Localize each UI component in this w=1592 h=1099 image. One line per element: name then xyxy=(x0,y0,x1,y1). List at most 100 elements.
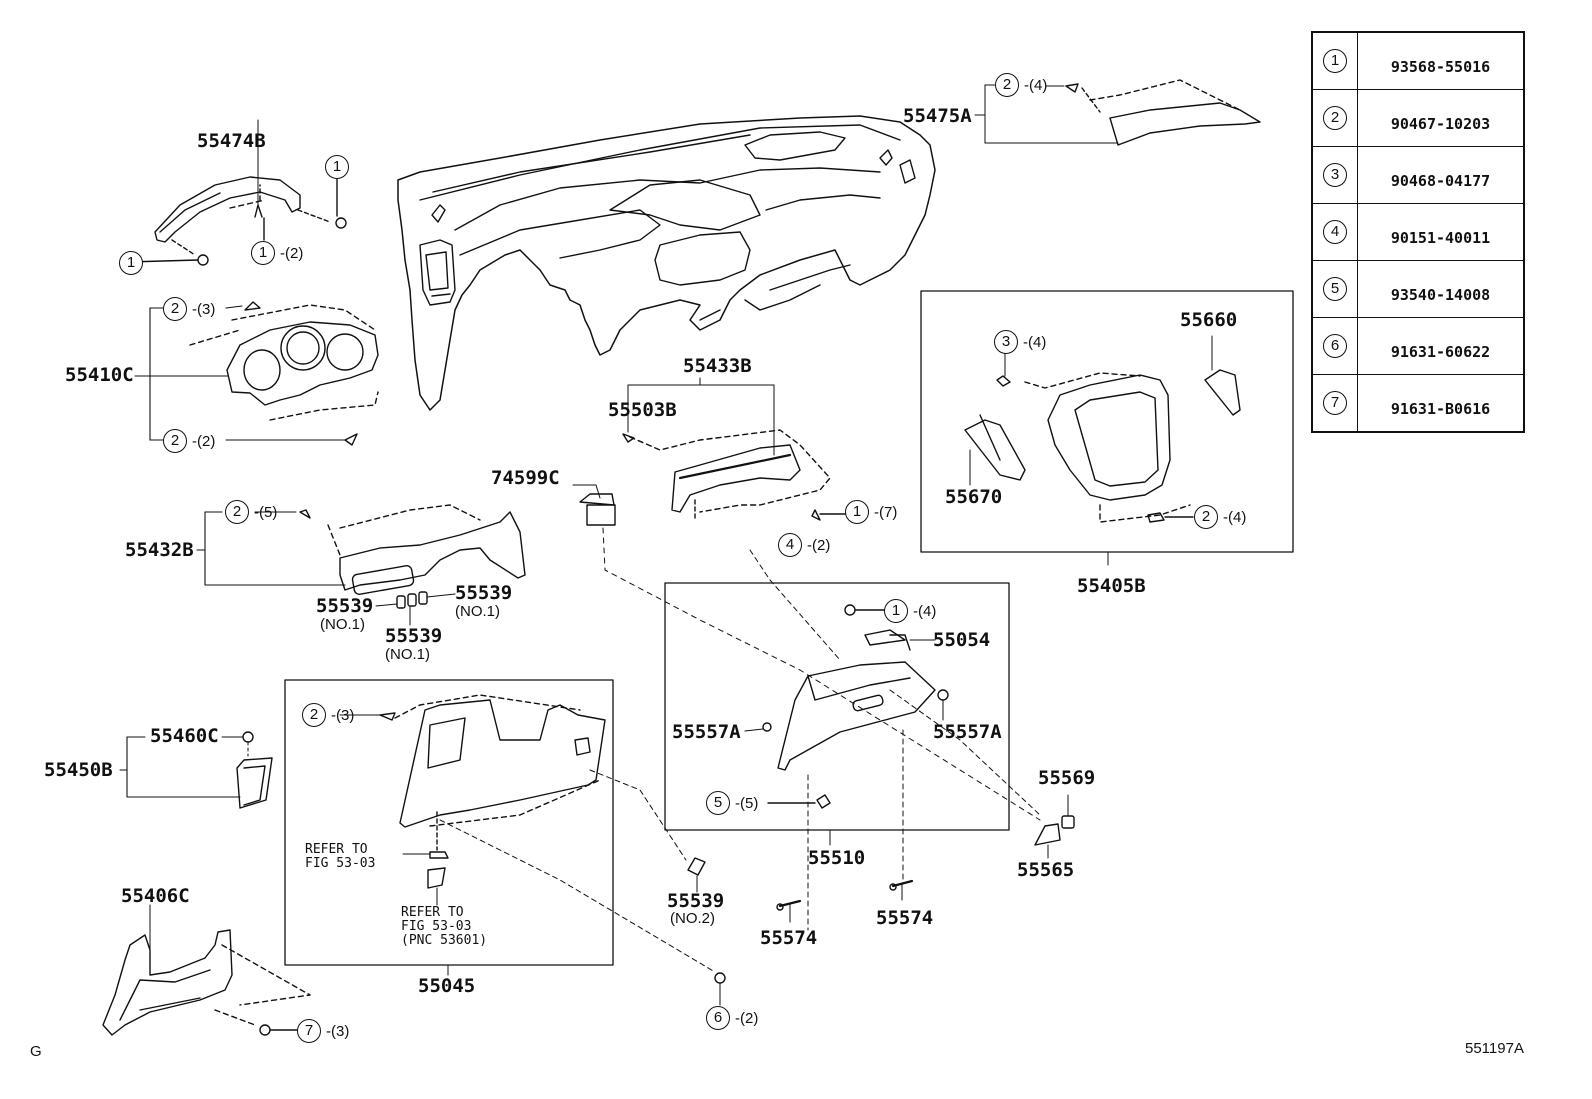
callout-circle-1[interactable]: 1 xyxy=(325,155,349,179)
part-label-55432B[interactable]: 55432B xyxy=(125,539,194,561)
part-sublabel-no1-right: (NO.1) xyxy=(455,603,500,620)
cluster-bezel-55410C-drawing xyxy=(134,301,379,446)
legend-part-number[interactable]: 91631-60622 xyxy=(1357,317,1525,375)
lower-panel-55432B-drawing xyxy=(196,504,526,626)
part-label-55574-right[interactable]: 55574 xyxy=(876,907,934,929)
callout-circle-6[interactable]: 6 xyxy=(706,1006,730,1030)
part-label-55557A-left[interactable]: 55557A xyxy=(672,721,741,743)
callout-qty: -(4) xyxy=(1024,77,1048,94)
legend-number: 1 xyxy=(1323,49,1347,73)
legend-row: 3 90468-04177 xyxy=(1311,146,1525,204)
callout-circle-1[interactable]: 1 xyxy=(884,599,908,623)
callout-qty: -(2) xyxy=(192,433,216,450)
part-label-55503B[interactable]: 55503B xyxy=(608,399,677,421)
callout-circle-7[interactable]: 7 xyxy=(297,1019,321,1043)
legend-row: 7 91631-B0616 xyxy=(1311,374,1525,433)
center-cluster-55405B-box xyxy=(920,290,1294,566)
legend-number: 3 xyxy=(1323,163,1347,187)
part-label-55557A-right[interactable]: 55557A xyxy=(933,721,1002,743)
part-sublabel-no1-middle: (NO.1) xyxy=(385,646,430,663)
callout-circle-1[interactable]: 1 xyxy=(251,241,275,265)
legend-part-number[interactable]: 91631-B0616 xyxy=(1357,374,1525,433)
part-label-55539-middle[interactable]: 55539 xyxy=(385,625,443,647)
part-label-55450B[interactable]: 55450B xyxy=(44,759,113,781)
side-panel-55475A-drawing xyxy=(974,79,1261,146)
part-label-55660[interactable]: 55660 xyxy=(1180,309,1238,331)
callout-qty: -(2) xyxy=(280,245,304,262)
callout-circle-2[interactable]: 2 xyxy=(163,297,187,321)
callout-qty: -(3) xyxy=(326,1023,350,1040)
refer-note-fig-53-03-pnc: REFER TO FIG 53-03 (PNC 53601) xyxy=(401,905,488,948)
callout-circle-1[interactable]: 1 xyxy=(119,251,143,275)
upper-cover-55474B-drawing xyxy=(127,119,347,266)
corner-mark: G xyxy=(30,1043,42,1060)
callout-circle-5[interactable]: 5 xyxy=(706,791,730,815)
legend-row: 4 90151-40011 xyxy=(1311,203,1525,261)
callout-qty: -(4) xyxy=(913,603,937,620)
instrument-panel-drawing xyxy=(397,115,936,411)
part-label-55539-left[interactable]: 55539 xyxy=(316,595,374,617)
lower-finish-panel-55045-box xyxy=(284,679,614,976)
legend-row: 1 93568-55016 xyxy=(1311,31,1525,90)
legend-number: 7 xyxy=(1323,391,1347,415)
part-label-55406C[interactable]: 55406C xyxy=(121,885,190,907)
callout-circle-4[interactable]: 4 xyxy=(778,533,802,557)
callout-circle-3[interactable]: 3 xyxy=(994,330,1018,354)
part-label-55474B[interactable]: 55474B xyxy=(197,130,266,152)
label-74599C-drawing xyxy=(572,484,1041,821)
legend-number: 5 xyxy=(1323,277,1347,301)
callout-qty: -(4) xyxy=(1023,334,1047,351)
part-label-55510[interactable]: 55510 xyxy=(808,847,866,869)
part-sublabel-no2: (NO.2) xyxy=(670,910,715,927)
callout-qty: -(3) xyxy=(331,707,355,724)
callout-qty: -(5) xyxy=(735,795,759,812)
legend-part-number[interactable]: 93568-55016 xyxy=(1357,31,1525,90)
callout-qty: -(4) xyxy=(1223,509,1247,526)
legend-part-number[interactable]: 90151-40011 xyxy=(1357,203,1525,261)
legend-number: 4 xyxy=(1323,220,1347,244)
callout-circle-2[interactable]: 2 xyxy=(302,703,326,727)
callout-circle-2[interactable]: 2 xyxy=(163,429,187,453)
part-label-55045[interactable]: 55045 xyxy=(418,975,476,997)
part-label-55539-right[interactable]: 55539 xyxy=(455,582,513,604)
callout-circle-2[interactable]: 2 xyxy=(1194,505,1218,529)
part-label-55405B[interactable]: 55405B xyxy=(1077,575,1146,597)
small-parts-drawing xyxy=(776,794,1075,923)
part-label-74599C[interactable]: 74599C xyxy=(491,467,560,489)
legend-part-number[interactable]: 90468-04177 xyxy=(1357,146,1525,204)
legend-row: 5 93540-14008 xyxy=(1311,260,1525,318)
part-label-55433B[interactable]: 55433B xyxy=(683,355,752,377)
fastener-legend-table: 1 93568-55016 2 90467-10203 3 90468-04177 4… xyxy=(1311,31,1525,433)
part-label-55475A[interactable]: 55475A xyxy=(903,105,972,127)
callout-qty: -(7) xyxy=(874,504,898,521)
panel-55450B-drawing xyxy=(119,731,273,809)
bracket-55406C-drawing xyxy=(102,904,311,1036)
part-label-55054[interactable]: 55054 xyxy=(933,629,991,651)
legend-row: 2 90467-10203 xyxy=(1311,89,1525,147)
part-label-55539-no2[interactable]: 55539 xyxy=(667,890,725,912)
callout-qty: -(2) xyxy=(807,537,831,554)
legend-part-number[interactable]: 90467-10203 xyxy=(1357,89,1525,147)
legend-part-number[interactable]: 93540-14008 xyxy=(1357,260,1525,318)
callout-qty: -(3) xyxy=(192,301,216,318)
part-label-55670[interactable]: 55670 xyxy=(945,486,1003,508)
undercover-55433B-drawing xyxy=(622,377,846,521)
illustration-code: 551197A xyxy=(1465,1040,1524,1057)
callout-qty: -(2) xyxy=(735,1010,759,1027)
callout-circle-2[interactable]: 2 xyxy=(225,500,249,524)
part-label-55574-left[interactable]: 55574 xyxy=(760,927,818,949)
glove-box-55510-box xyxy=(664,549,1041,931)
part-label-55460C[interactable]: 55460C xyxy=(150,725,219,747)
part-label-55410C[interactable]: 55410C xyxy=(65,364,134,386)
legend-row: 6 91631-60622 xyxy=(1311,317,1525,375)
part-label-55565[interactable]: 55565 xyxy=(1017,859,1075,881)
part-label-55569[interactable]: 55569 xyxy=(1038,767,1096,789)
refer-note-fig-53-03: REFER TO FIG 53-03 xyxy=(305,842,376,871)
part-sublabel-no1-left: (NO.1) xyxy=(320,616,365,633)
legend-number: 2 xyxy=(1323,106,1347,130)
callout-circle-1[interactable]: 1 xyxy=(845,500,869,524)
callout-circle-2[interactable]: 2 xyxy=(995,73,1019,97)
legend-number: 6 xyxy=(1323,334,1347,358)
clip-and-bolt-drawing xyxy=(439,769,726,1006)
